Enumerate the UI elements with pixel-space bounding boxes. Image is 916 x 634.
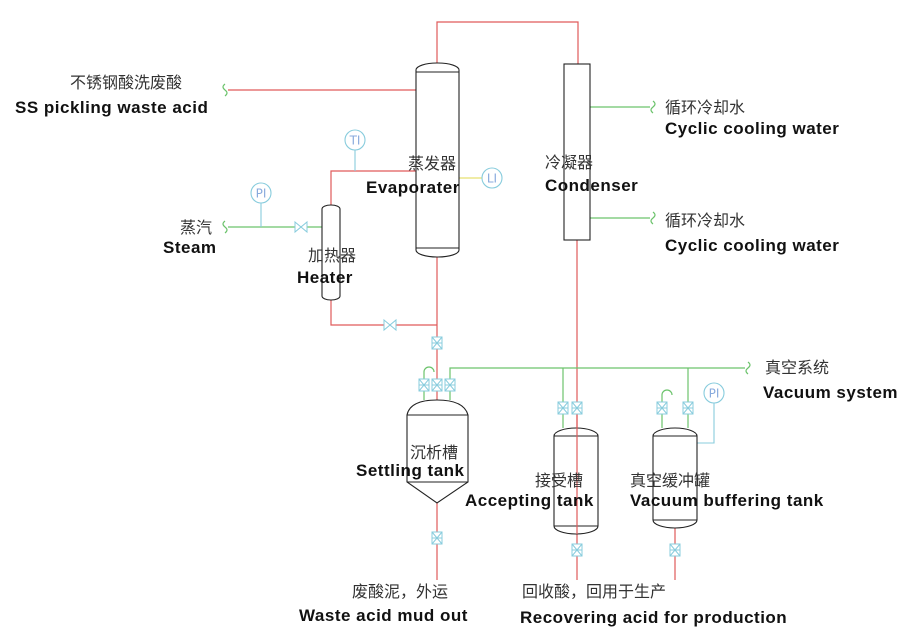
pi-buffer-signal-line — [697, 403, 715, 444]
mud-out-label-en: Waste acid mud out — [299, 606, 468, 625]
cooling-water-label-zh-1: 循环冷却水 — [665, 98, 745, 117]
buffer-vent-hook — [661, 389, 673, 428]
evaporator-label-en: Evaporater — [366, 178, 460, 197]
steam-label-zh: 蒸汽 — [180, 218, 212, 237]
feed-label-zh: 不锈钢酸洗废酸 — [70, 73, 182, 92]
vacuum-buffer-tank[interactable] — [652, 427, 698, 529]
recovered-acid-label-en: Recovering acid for production — [520, 608, 787, 627]
cooling-tilde-icon-1 — [650, 100, 656, 114]
pi-steam-instrument[interactable]: PI — [250, 182, 272, 204]
accepting-tank-label-zh: 接受槽 — [535, 471, 583, 490]
ti-circle — [344, 129, 366, 151]
cooling-water-label-en-1: Cyclic cooling water — [665, 119, 839, 138]
condenser-label-en: Condenser — [545, 176, 638, 195]
settling-tank-label-zh: 沉析槽 — [410, 443, 458, 462]
valve-icon[interactable] — [682, 401, 694, 415]
valve-icon[interactable] — [431, 336, 443, 350]
vacuum-header-line — [449, 367, 745, 400]
valves — [294, 220, 694, 557]
pi-buffer-instrument[interactable]: PI — [703, 382, 725, 404]
condenser[interactable] — [563, 63, 591, 241]
heater-to-evaporator-line — [330, 170, 416, 205]
evaporator[interactable] — [415, 62, 460, 258]
vapor-line — [436, 21, 579, 64]
li-circle — [481, 167, 503, 189]
condenser-label-zh: 冷凝器 — [545, 153, 593, 172]
pi-circle — [703, 382, 725, 404]
settling-vent-hook — [423, 366, 435, 400]
gate-valve-icon[interactable] — [383, 318, 397, 332]
valve-icon[interactable] — [431, 531, 443, 545]
feed-tilde-icon — [222, 83, 228, 97]
heater[interactable] — [321, 204, 341, 301]
cooling-tilde-icon-2 — [650, 211, 656, 225]
accepting-tank-label-en: Accepting tank — [465, 491, 594, 510]
valve-icon[interactable] — [431, 378, 443, 392]
heater-label-zh: 加热器 — [308, 246, 356, 265]
valve-icon[interactable] — [444, 378, 456, 392]
valve-icon[interactable] — [656, 401, 668, 415]
valve-icon[interactable] — [571, 401, 583, 415]
heater-return-line — [330, 300, 437, 326]
accepting-tank[interactable] — [553, 427, 599, 535]
li-label: LI — [487, 172, 497, 186]
settling-tank-label-en: Settling tank — [356, 461, 465, 480]
valve-icon[interactable] — [557, 401, 569, 415]
vacuum-system-label-zh: 真空系统 — [765, 358, 829, 377]
cooling-water-label-en-2: Cyclic cooling water — [665, 236, 839, 255]
valve-icon[interactable] — [571, 543, 583, 557]
ti-instrument[interactable]: TI — [344, 129, 366, 151]
pi-label: PI — [256, 187, 267, 201]
heater-label-en: Heater — [297, 268, 353, 287]
vacuum-tilde-icon — [745, 361, 751, 375]
feed-label-en: SS pickling waste acid — [15, 98, 208, 117]
li-instrument[interactable]: LI — [481, 167, 503, 189]
gate-valve-icon[interactable] — [294, 220, 308, 234]
vacuum-system-label-en: Vacuum system — [763, 383, 898, 402]
steam-tilde-icon — [222, 220, 228, 234]
buffer-tank-label-en: Vacuum buffering tank — [630, 491, 824, 510]
steam-label-en: Steam — [163, 238, 217, 257]
pi-circle — [250, 182, 272, 204]
cooling-water-label-zh-2: 循环冷却水 — [665, 211, 745, 230]
valve-icon[interactable] — [418, 378, 430, 392]
evaporator-label-zh: 蒸发器 — [408, 154, 456, 173]
valve-icon[interactable] — [669, 543, 681, 557]
buffer-tank-label-zh: 真空缓冲罐 — [630, 471, 710, 490]
pi-label: PI — [709, 387, 720, 401]
ti-label: TI — [349, 134, 361, 148]
recovered-acid-label-zh: 回收酸，回用于生产 — [522, 582, 666, 601]
mud-out-label-zh: 废酸泥，外运 — [352, 582, 448, 601]
